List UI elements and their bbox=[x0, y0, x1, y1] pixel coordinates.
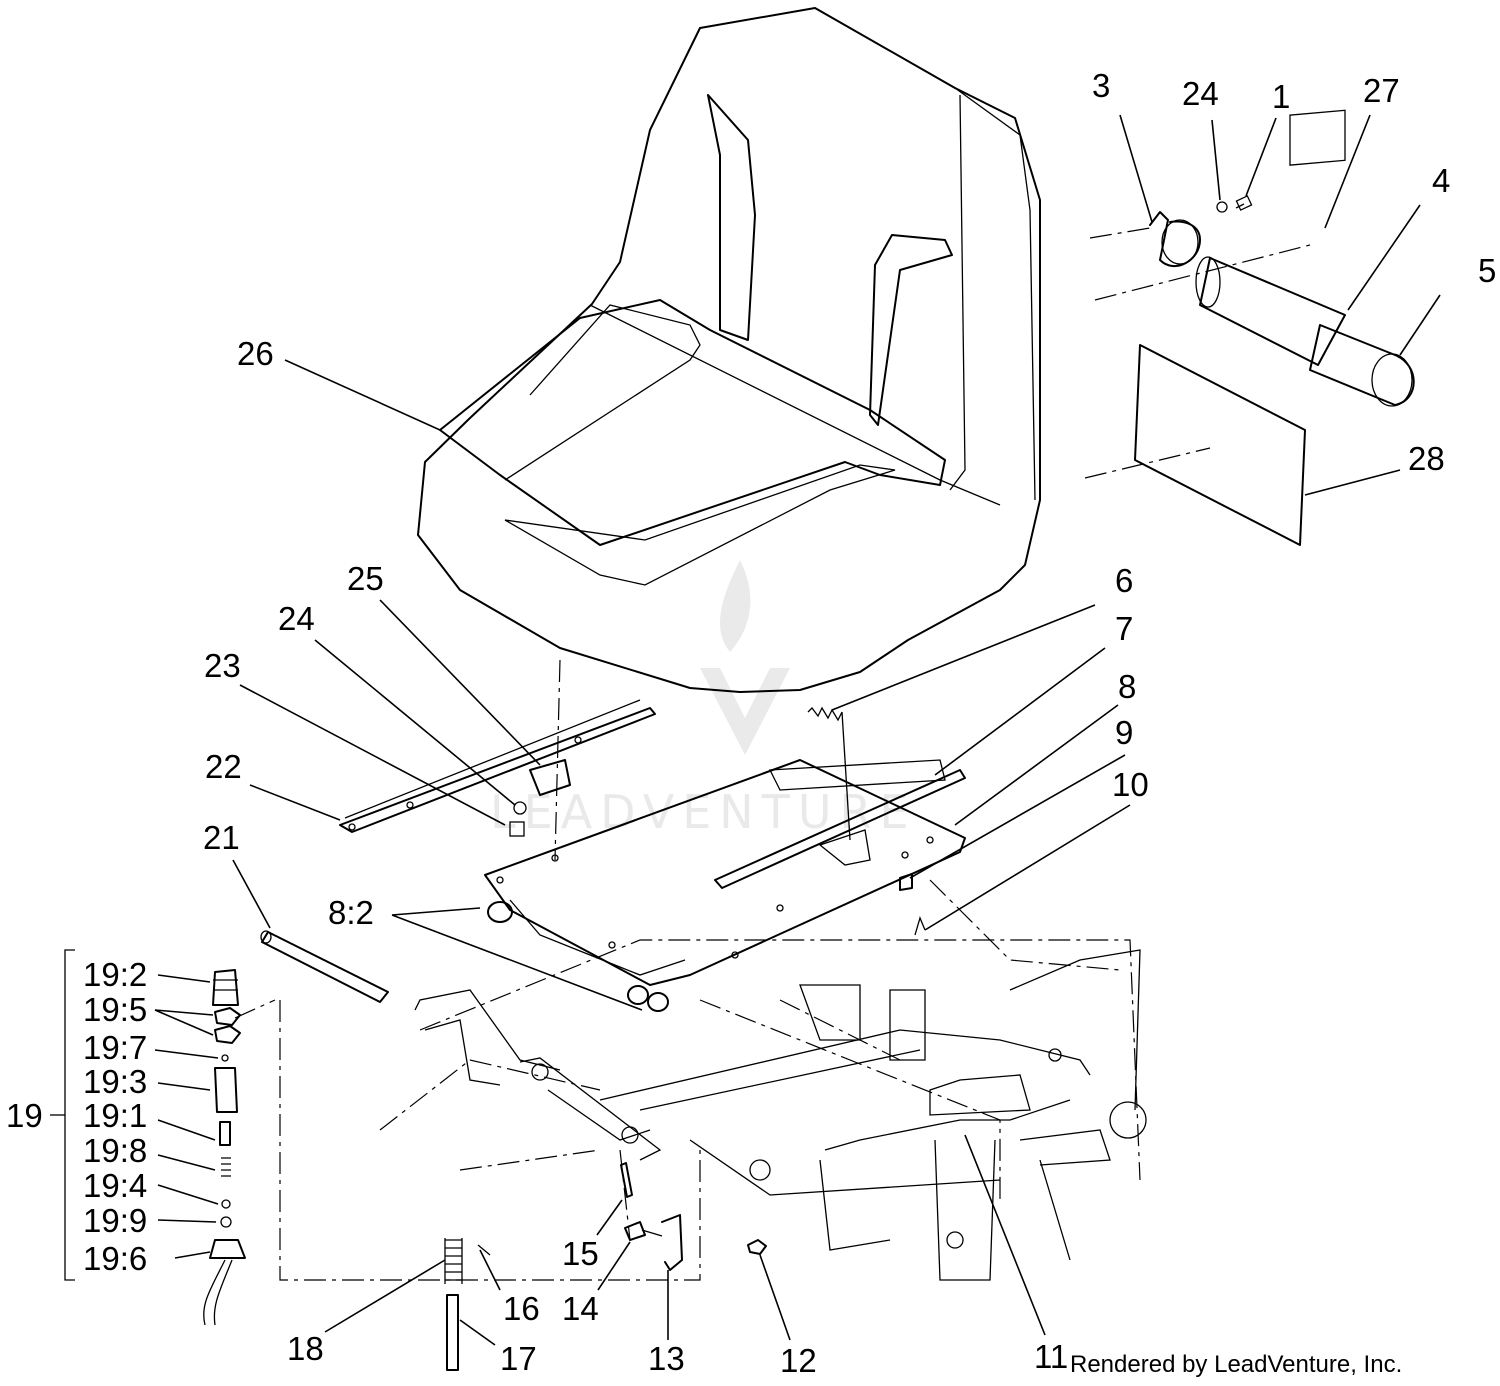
washer-part-24b bbox=[513, 801, 527, 815]
callout-15: 15 bbox=[562, 1235, 599, 1272]
callout-25: 25 bbox=[347, 560, 384, 597]
bracket-part-25 bbox=[529, 659, 571, 861]
callout-28: 28 bbox=[1408, 440, 1445, 477]
pin-part-16 bbox=[477, 1244, 491, 1256]
pin-part-15 bbox=[620, 1162, 633, 1198]
nut-part-12 bbox=[747, 1239, 767, 1255]
callout-22: 22 bbox=[205, 748, 242, 785]
cylinder-part-4 bbox=[1195, 256, 1346, 366]
callout-10: 10 bbox=[1112, 766, 1149, 803]
pin-part-17 bbox=[446, 1294, 459, 1371]
callout-11: 11 bbox=[1034, 1338, 1068, 1375]
screw-part-23 bbox=[509, 821, 525, 837]
callout-24b: 24 bbox=[278, 600, 315, 637]
washer-part-24 bbox=[1216, 201, 1228, 213]
decal-part-27 bbox=[1289, 109, 1346, 166]
callout-27: 27 bbox=[1363, 72, 1400, 109]
callout-19-8: 19:8 bbox=[83, 1132, 147, 1169]
callout-18: 18 bbox=[287, 1330, 324, 1367]
render-credit: Rendered by LeadVenture, Inc. bbox=[1070, 1351, 1402, 1378]
bracket-part-13 bbox=[661, 1214, 683, 1271]
callout-19: 19 bbox=[6, 1097, 43, 1134]
callout-19-2: 19:2 bbox=[83, 956, 147, 993]
callout-4: 4 bbox=[1432, 162, 1450, 199]
watermark-logo: LEADVENTURE bbox=[490, 560, 917, 839]
callout-23: 23 bbox=[204, 647, 241, 684]
spring-part-6 bbox=[807, 706, 871, 866]
bolt-part-14 bbox=[624, 1221, 663, 1241]
callout-8: 8 bbox=[1118, 668, 1136, 705]
screw-part-1 bbox=[1235, 195, 1253, 211]
callout-19-5: 19:5 bbox=[83, 991, 147, 1028]
rod-part-21 bbox=[260, 930, 389, 1003]
callout-19-7: 19:7 bbox=[83, 1029, 147, 1066]
callout-8-2: 8:2 bbox=[328, 894, 374, 931]
callout-19-6: 19:6 bbox=[83, 1240, 147, 1277]
callout-12: 12 bbox=[780, 1342, 817, 1379]
slide-rail-22 bbox=[339, 699, 656, 833]
pin-part-10 bbox=[914, 916, 926, 936]
nut-part-9 bbox=[899, 873, 913, 891]
switch-assembly-19 bbox=[50, 949, 246, 1326]
decal-part-28 bbox=[1134, 344, 1306, 546]
callout-7: 7 bbox=[1115, 610, 1133, 647]
callout-9: 9 bbox=[1115, 714, 1133, 751]
callout-21: 21 bbox=[203, 819, 240, 856]
callout-19-9: 19:9 bbox=[83, 1202, 147, 1239]
seat-plate bbox=[484, 759, 966, 986]
callout-19-4: 19:4 bbox=[83, 1167, 147, 1204]
watermark-text: LEADVENTURE bbox=[490, 785, 917, 839]
callout-labels: 3 24 1 27 4 5 26 28 6 25 7 24 23 8 9 22 … bbox=[6, 67, 1496, 1379]
callout-19-1: 19:1 bbox=[83, 1097, 147, 1134]
callout-16: 16 bbox=[503, 1290, 540, 1327]
callout-14: 14 bbox=[562, 1290, 599, 1327]
callout-6: 6 bbox=[1115, 562, 1133, 599]
callout-19-3: 19:3 bbox=[83, 1063, 147, 1100]
callout-24: 24 bbox=[1182, 75, 1219, 112]
callout-5: 5 bbox=[1478, 252, 1496, 289]
spring-part-18 bbox=[444, 1238, 463, 1284]
callout-26: 26 bbox=[237, 335, 274, 372]
callout-13: 13 bbox=[648, 1340, 685, 1377]
callout-17: 17 bbox=[500, 1340, 537, 1377]
bushings-part-8-2 bbox=[487, 901, 669, 1012]
seat bbox=[417, 7, 1041, 693]
callout-3: 3 bbox=[1092, 67, 1110, 104]
slide-rail-7 bbox=[714, 759, 966, 889]
frame-assembly bbox=[414, 949, 1147, 1281]
clamp-part-3 bbox=[1149, 211, 1201, 267]
callout-1: 1 bbox=[1272, 78, 1290, 115]
leader-lines bbox=[154, 114, 1441, 1346]
cap-part-5 bbox=[1309, 324, 1415, 407]
